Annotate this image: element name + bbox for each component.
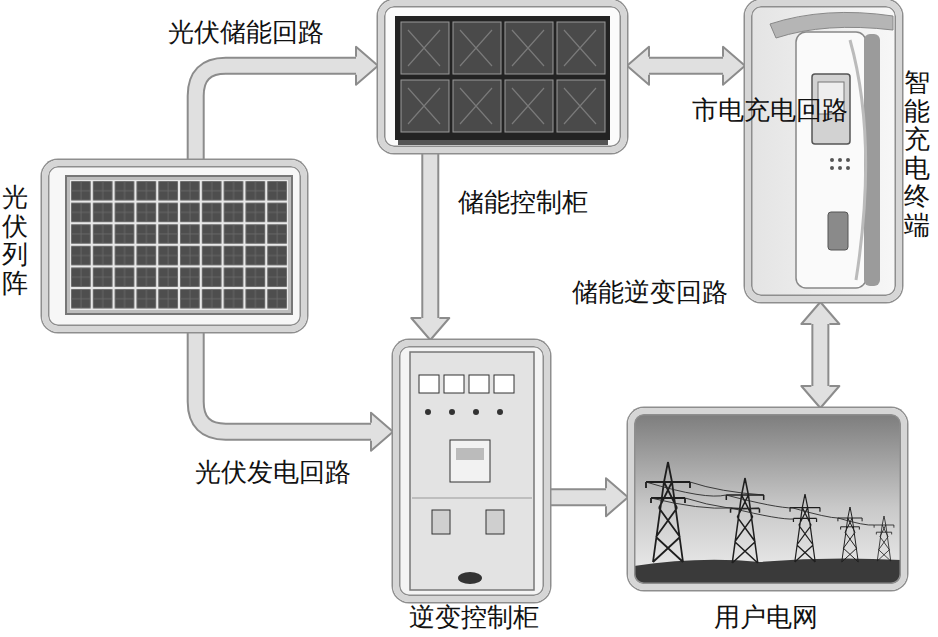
flow-label: 光伏发电回路 [195,458,351,487]
arrow-shaft-outline [196,332,371,432]
image-frame [378,0,627,153]
image-frame [745,0,902,302]
component-node: 光伏列阵 [0,155,310,335]
arrow-head [606,478,628,516]
flow-label: 市电充电回路 [692,96,718,125]
arrow-head [627,47,649,85]
charging-terminal [751,6,896,296]
arrow-head [801,302,839,324]
image-frame [42,160,307,332]
component-node: 智能充电终端 [743,0,938,305]
component-label: 用户电网 [714,603,818,632]
arrow-head [371,413,393,451]
arrow-shaft-outline [649,57,723,75]
component-node: 逆变控制柜 [390,338,556,636]
arrow-shaft [196,66,356,160]
component-node: 用户电网 [626,406,909,637]
arrow-head [801,386,839,408]
arrow-head [723,47,745,85]
flow-arrow [411,153,449,340]
flow-label: 光伏储能回路 [168,18,324,47]
solar-panel [50,165,302,327]
arrow-shaft [423,153,437,318]
arrow-shaft [649,59,723,73]
flow-arrow [801,302,839,408]
image-frame [393,340,550,602]
component-label: 光伏列阵 [2,183,28,297]
arrow-shaft-outline [811,324,829,386]
arrow-shaft [550,490,606,504]
arrow-shaft [813,324,827,386]
image-frame [628,408,907,590]
battery-rack [384,6,621,147]
power-grid-photo [634,414,901,584]
arrow-head [411,318,449,340]
flow-arrow [196,47,378,160]
flow-arrow [550,478,628,516]
flow-label: 储能逆变回路 [572,278,598,307]
component-node: 储能控制柜 [376,0,629,225]
flow-arrow [627,47,745,85]
component-label: 智能充电终端 [904,68,930,240]
flow-arrow [196,332,393,451]
component-label: 逆变控制柜 [393,603,554,632]
arrow-shaft-outline [550,488,606,506]
arrow-shaft-outline [196,66,356,160]
component-label: 储能控制柜 [458,188,588,217]
arrow-head [356,47,378,85]
arrow-shaft-outline [421,153,439,318]
arrow-shaft [196,332,371,432]
inverter-cabinet [399,346,544,596]
